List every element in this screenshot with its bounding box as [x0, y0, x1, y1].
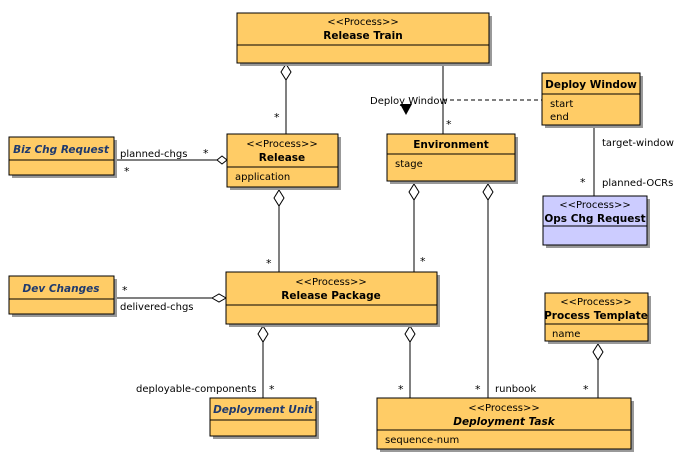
multiplicity: * — [580, 176, 586, 189]
class-stereotype: <<Process>> — [560, 297, 631, 308]
aggregation-diamond — [273, 189, 285, 207]
class-ops-chg-request[interactable]: <<Process>> Ops Chg Request — [542, 195, 650, 248]
class-biz-chg-request[interactable]: Biz Chg Request — [8, 136, 117, 178]
class-name: Biz Chg Request — [13, 144, 110, 156]
aggregation-diamond — [592, 343, 604, 361]
multiplicity: * — [446, 118, 452, 131]
multiplicity: * — [475, 383, 481, 396]
multiplicity: * — [398, 383, 404, 396]
class-release-package[interactable]: <<Process>> Release Package — [225, 271, 440, 327]
assoc-label-delivered-chgs: delivered-chgs — [120, 302, 194, 313]
multiplicity: * — [266, 257, 272, 270]
class-release[interactable]: <<Process>> Release application — [226, 133, 341, 190]
aggregation-diamond — [280, 63, 292, 81]
multiplicity: * — [583, 383, 589, 396]
assoc-label-planned-chgs: planned-chgs — [120, 149, 187, 160]
class-attribute: stage — [395, 159, 423, 170]
multiplicity: * — [122, 284, 128, 297]
class-attribute: start — [550, 99, 573, 110]
assoc-label-runbook: runbook — [495, 384, 536, 395]
aggregation-diamond — [404, 325, 416, 343]
multiplicity: * — [420, 255, 426, 268]
class-name: Ops Chg Request — [544, 213, 645, 225]
class-name: Deployment Task — [453, 416, 555, 428]
class-process-template[interactable]: <<Process>> Process Template name — [544, 292, 651, 344]
class-name: Release Train — [323, 30, 402, 42]
aggregation-diamond — [216, 155, 228, 165]
class-stereotype: <<Process>> — [295, 277, 366, 288]
class-deploy-window[interactable]: Deploy Window start end — [541, 72, 643, 128]
class-name: Deployment Unit — [213, 404, 314, 416]
class-release-train[interactable]: <<Process>> Release Train — [236, 12, 492, 66]
class-stereotype: <<Process>> — [246, 139, 317, 150]
class-attribute: sequence-num — [385, 435, 459, 446]
class-name: Dev Changes — [23, 283, 100, 295]
multiplicity: * — [274, 111, 280, 124]
multiplicity: * — [269, 383, 275, 396]
class-name: Process Template — [544, 310, 648, 322]
aggregation-diamond — [210, 293, 228, 303]
assoc-label-target-window: target-window — [602, 138, 674, 149]
class-attribute: application — [235, 172, 290, 183]
assoc-label-deployable-components: deployable-components — [136, 384, 256, 395]
aggregation-diamond — [482, 183, 494, 201]
class-attribute: end — [550, 112, 569, 123]
aggregation-diamond — [257, 325, 269, 343]
class-deployment-task[interactable]: <<Process>> Deployment Task sequence-num — [376, 397, 634, 452]
direction-arrow-icon — [400, 104, 412, 115]
class-dev-changes[interactable]: Dev Changes — [8, 275, 117, 317]
multiplicity: * — [203, 147, 209, 160]
class-attribute: name — [552, 329, 580, 340]
class-stereotype: <<Process>> — [327, 17, 398, 28]
multiplicity: * — [124, 165, 130, 178]
class-deployment-unit[interactable]: Deployment Unit — [209, 397, 319, 439]
assoc-label-deploy-window: Deploy Window — [370, 96, 448, 107]
assoc-label-planned-ocrs: planned-OCRs — [602, 178, 673, 189]
class-stereotype: <<Process>> — [468, 403, 539, 414]
aggregation-diamond — [408, 183, 420, 201]
class-stereotype: <<Process>> — [559, 200, 630, 211]
class-name: Environment — [413, 139, 489, 151]
class-name: Release Package — [281, 290, 380, 302]
class-name: Deploy Window — [545, 79, 637, 91]
class-environment[interactable]: Environment stage — [386, 133, 518, 184]
class-name: Release — [259, 152, 305, 164]
